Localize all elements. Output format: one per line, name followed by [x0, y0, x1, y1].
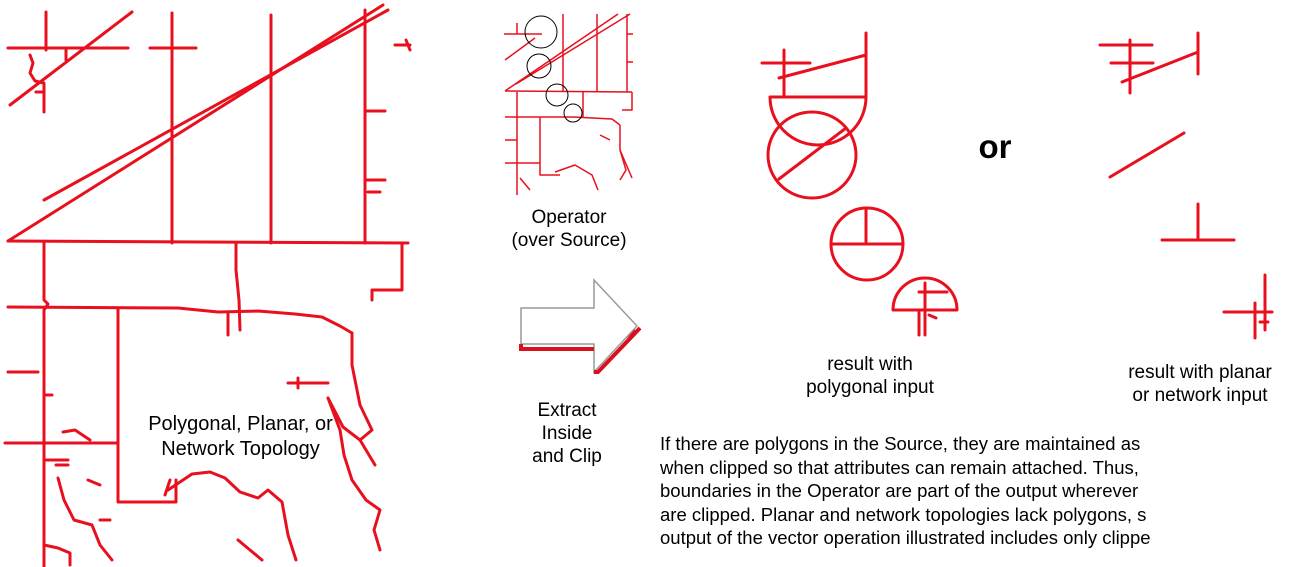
source-map	[3, 3, 412, 567]
source-map-label-line1: Polygonal, Planar, or	[148, 413, 333, 435]
action-label-line1: Extract	[537, 400, 597, 421]
operator-label: Operator (over Source)	[494, 206, 644, 252]
planar-results	[1098, 31, 1274, 340]
action-label-line2: Inside	[541, 423, 593, 444]
operator-label-line1: Operator	[531, 207, 607, 228]
result-planar-line2: or network input	[1132, 385, 1268, 406]
source-map-label-line2: Network Topology	[161, 438, 320, 460]
result-polygonal-line2: polygonal input	[806, 377, 934, 398]
operator-thumbnail	[504, 13, 633, 195]
action-label: Extract Inside and Clip	[512, 399, 622, 468]
explanation-line: output of the vector operation illustrat…	[660, 527, 1151, 548]
explanation-line: boundaries in the Operator are part of t…	[660, 480, 1139, 501]
result-planar-label: result with planar or network input	[1100, 361, 1306, 407]
result-polygonal-line1: result with	[827, 354, 913, 375]
extract-arrow	[519, 278, 642, 374]
operator-label-line2: (over Source)	[511, 230, 627, 251]
source-map-label: Polygonal, Planar, or Network Topology	[118, 412, 363, 462]
explanation-paragraph: If there are polygons in the Source, the…	[660, 432, 1306, 550]
result-planar-line1: result with planar	[1128, 362, 1272, 383]
or-label: or	[978, 128, 1012, 165]
explanation-line: when clipped so that attributes can rema…	[660, 456, 1139, 478]
explanation-line: are clipped. Planar and network topologi…	[660, 503, 1147, 525]
result-polygonal-label: result with polygonal input	[770, 353, 970, 399]
polygonal-results	[760, 31, 959, 337]
explanation-line: If there are polygons in the Source, the…	[660, 433, 1141, 454]
action-label-line3: and Clip	[532, 446, 602, 467]
